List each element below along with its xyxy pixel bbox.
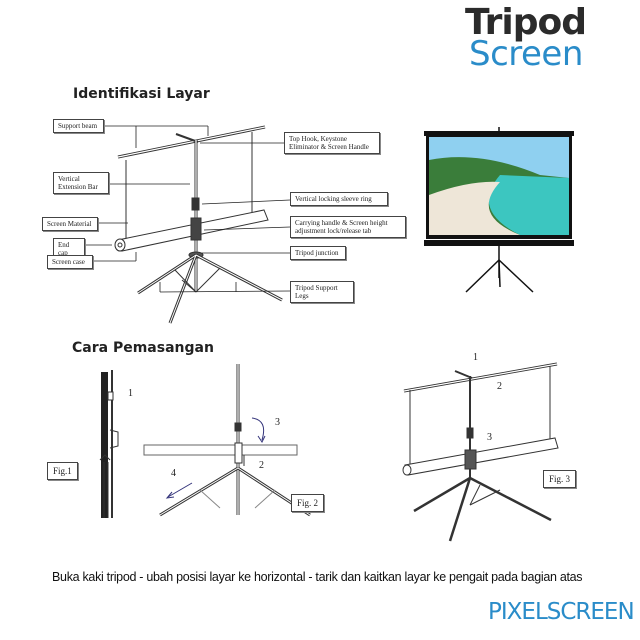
label-end-cap: End cap [53,238,85,260]
label-screen-case: Screen case [47,255,93,269]
installation-heading: Cara Pemasangan [72,340,214,356]
fig2-label: Fig. 2 [291,494,325,512]
fig2-step-2: 2 [259,460,264,471]
tripod-screen-photo [424,127,574,293]
fig1-step-1: 1 [128,388,133,399]
tripod-parts-drawing [85,125,291,324]
fig1-label: Fig.1 [47,462,78,480]
fig3-drawing [402,362,559,542]
identification-heading: Identifikasi Layar [73,86,210,102]
label-vertical-extension-bar: Vertical Extension Bar [53,172,109,194]
label-support-beam: Support beam [53,119,104,133]
label-tripod-legs: Tripod Support Legs [290,281,354,303]
fig3-label: Fig. 3 [543,470,577,488]
label-screen-material: Screen Material [42,217,98,231]
fig2-drawing [143,364,311,517]
fig3-step-1: 1 [473,352,478,363]
fig3-step-3: 3 [487,432,492,443]
title-screen: Screen [469,34,583,74]
installation-caption: Buka kaki tripod - ubah posisi layar ke … [52,570,583,584]
brand-logo: PIXELSCREEN [488,599,635,625]
fig1-drawing [99,370,119,518]
fig3-step-2: 2 [497,381,502,392]
label-carrying-handle: Carrying handle & Screen height adjustme… [290,216,406,238]
fig2-step-4: 4 [171,468,176,479]
title-tripod: Tripod [465,2,587,43]
fig2-step-3: 3 [275,417,280,428]
label-vertical-locking-ring: Vertical locking sleeve ring [290,192,388,206]
label-tripod-junction: Tripod junction [290,246,346,260]
label-top-hook: Top Hook, Keystone Eliminator & Screen H… [284,132,380,154]
